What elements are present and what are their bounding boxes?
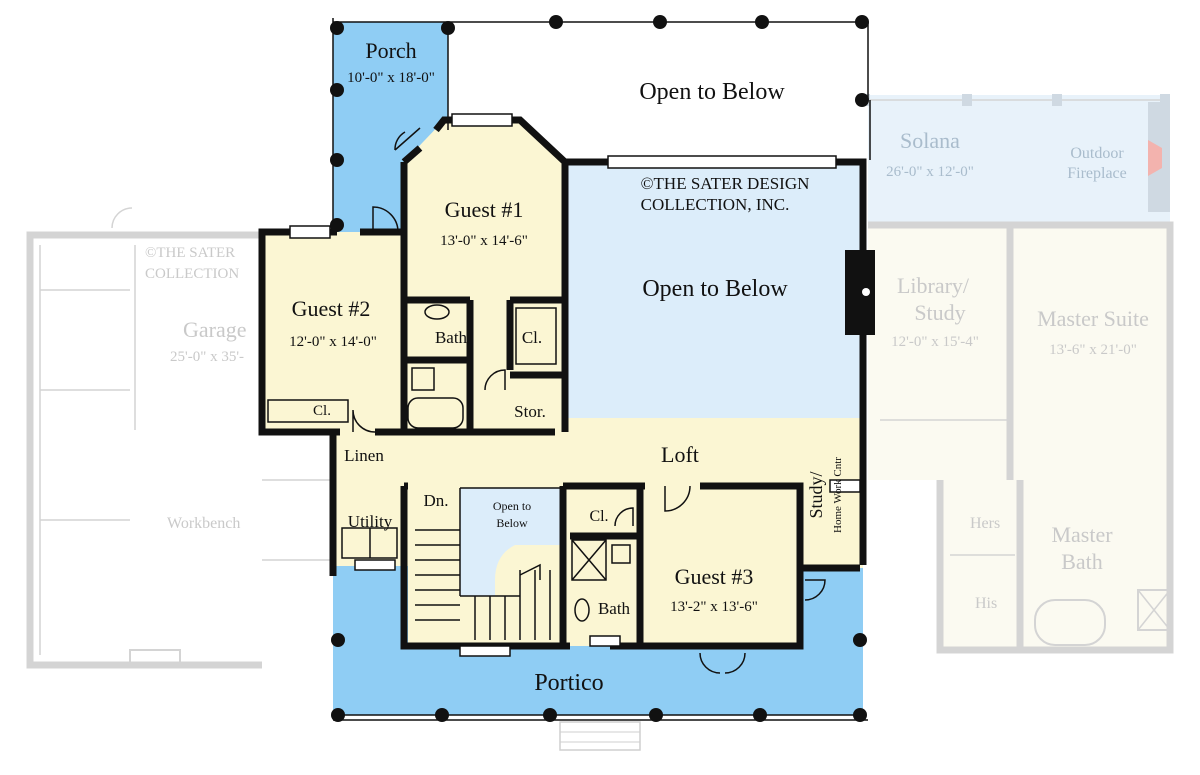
open-to-below-area: [565, 162, 863, 418]
toilet-icon: [611, 544, 631, 564]
door-swing-icon: [664, 485, 691, 512]
master-bath-label: Bath: [1061, 549, 1103, 574]
windows: [289, 113, 861, 657]
fireplace-label: Outdoor: [1070, 145, 1124, 162]
bathtub-icon: [407, 397, 464, 429]
copyright-line1: ©THE SATER DESIGN: [641, 174, 810, 193]
porch-size: 10'-0" x 18'-0": [347, 70, 435, 86]
stair-opening: [460, 488, 560, 596]
room-labels: Porch 10'-0" x 18'-0" Open to Below ©THE…: [289, 38, 844, 696]
closet-label: Cl.: [522, 328, 542, 347]
garage-size: 25'-0" x 35'-: [170, 349, 244, 365]
library-size: 12'-0" x 15'-4": [891, 334, 979, 350]
closet-rod: [515, 307, 557, 365]
guest3-size: 13'-2" x 13'-6": [670, 599, 758, 615]
guest1-area: [404, 120, 565, 300]
library-label: Library/: [897, 273, 970, 298]
stair-open-label: Below: [496, 516, 528, 530]
closet-rod: [267, 399, 349, 423]
shower-icon: [571, 539, 607, 581]
solana-label: Solana: [900, 128, 960, 153]
bath-label: Bath: [598, 599, 631, 618]
loft-area: [333, 418, 863, 486]
guest2-area: [262, 232, 404, 432]
fireplace-icon: [1148, 140, 1162, 176]
loft-label: Loft: [661, 442, 699, 467]
porch-label: Porch: [365, 38, 416, 63]
open-to-below-label: Open to Below: [642, 276, 788, 302]
solana-size: 26'-0" x 12'-0": [886, 164, 974, 180]
hers-label: Hers: [970, 515, 1000, 532]
study-sublabel: Home Work Cntr: [832, 457, 844, 533]
french-door-icon: [699, 652, 746, 674]
ghost-left-wing: [26, 207, 330, 669]
guest1-label: Guest #1: [445, 197, 524, 222]
master-suite-label: Master Suite: [1037, 306, 1149, 331]
down-label: Dn.: [423, 491, 448, 510]
chimney-icon: [845, 250, 875, 335]
stairs: [415, 529, 551, 640]
portico-area: [333, 566, 863, 715]
fireplace-label: Fireplace: [1067, 165, 1127, 182]
garage-label: Garage: [183, 317, 247, 342]
utility-label: Utility: [348, 512, 393, 531]
copyright-side-label: COLLECTION: [145, 266, 239, 282]
door-swing-icon: [352, 409, 376, 433]
study-label: Study/: [806, 471, 826, 518]
guest3-area: [640, 486, 800, 646]
guest2-size: 12'-0" x 14'-0": [289, 334, 377, 350]
his-label: His: [975, 595, 997, 612]
ghost-labels: Solana 26'-0" x 12'-0" Outdoor Fireplace…: [145, 128, 1149, 612]
guest2-label: Guest #2: [292, 296, 371, 321]
workbench-label: Workbench: [167, 515, 240, 532]
master-suite-size: 13'-6" x 21'-0": [1049, 342, 1137, 358]
copyright-side-label: ©THE SATER: [145, 245, 235, 261]
door-swing-icon: [614, 507, 634, 527]
closet-label: Cl.: [313, 403, 331, 419]
stair-open-label: Open to: [493, 499, 531, 513]
copyright-line2: COLLECTION, INC.: [641, 195, 790, 214]
library-label: Study: [914, 300, 965, 325]
fixtures: [267, 304, 631, 622]
guest1-size: 13'-0" x 14'-6": [440, 233, 528, 249]
storage-label: Stor.: [514, 402, 546, 421]
sink-icon: [424, 304, 450, 320]
open-to-below-label: Open to Below: [639, 79, 785, 105]
guest3-label: Guest #3: [675, 564, 754, 589]
door-swing-icon: [394, 127, 421, 151]
front-steps: [559, 721, 641, 751]
portico-label: Portico: [534, 670, 603, 696]
closet-label: Cl.: [589, 508, 608, 525]
toilet-icon: [411, 367, 435, 391]
sink-icon: [574, 598, 590, 622]
door-swing-icon: [804, 579, 826, 601]
study-area: [800, 418, 863, 568]
bath-label: Bath: [435, 328, 468, 347]
linen-label: Linen: [344, 446, 384, 465]
door-swing-icon: [484, 369, 506, 391]
columns: [330, 15, 869, 722]
stair-arrow-icon: [519, 563, 541, 580]
door-swing-icon: [372, 206, 399, 233]
master-bath-label: Master: [1051, 522, 1113, 547]
ghost-right-wing: [860, 94, 1174, 654]
room-fills: [262, 22, 863, 715]
doors: [352, 127, 826, 674]
